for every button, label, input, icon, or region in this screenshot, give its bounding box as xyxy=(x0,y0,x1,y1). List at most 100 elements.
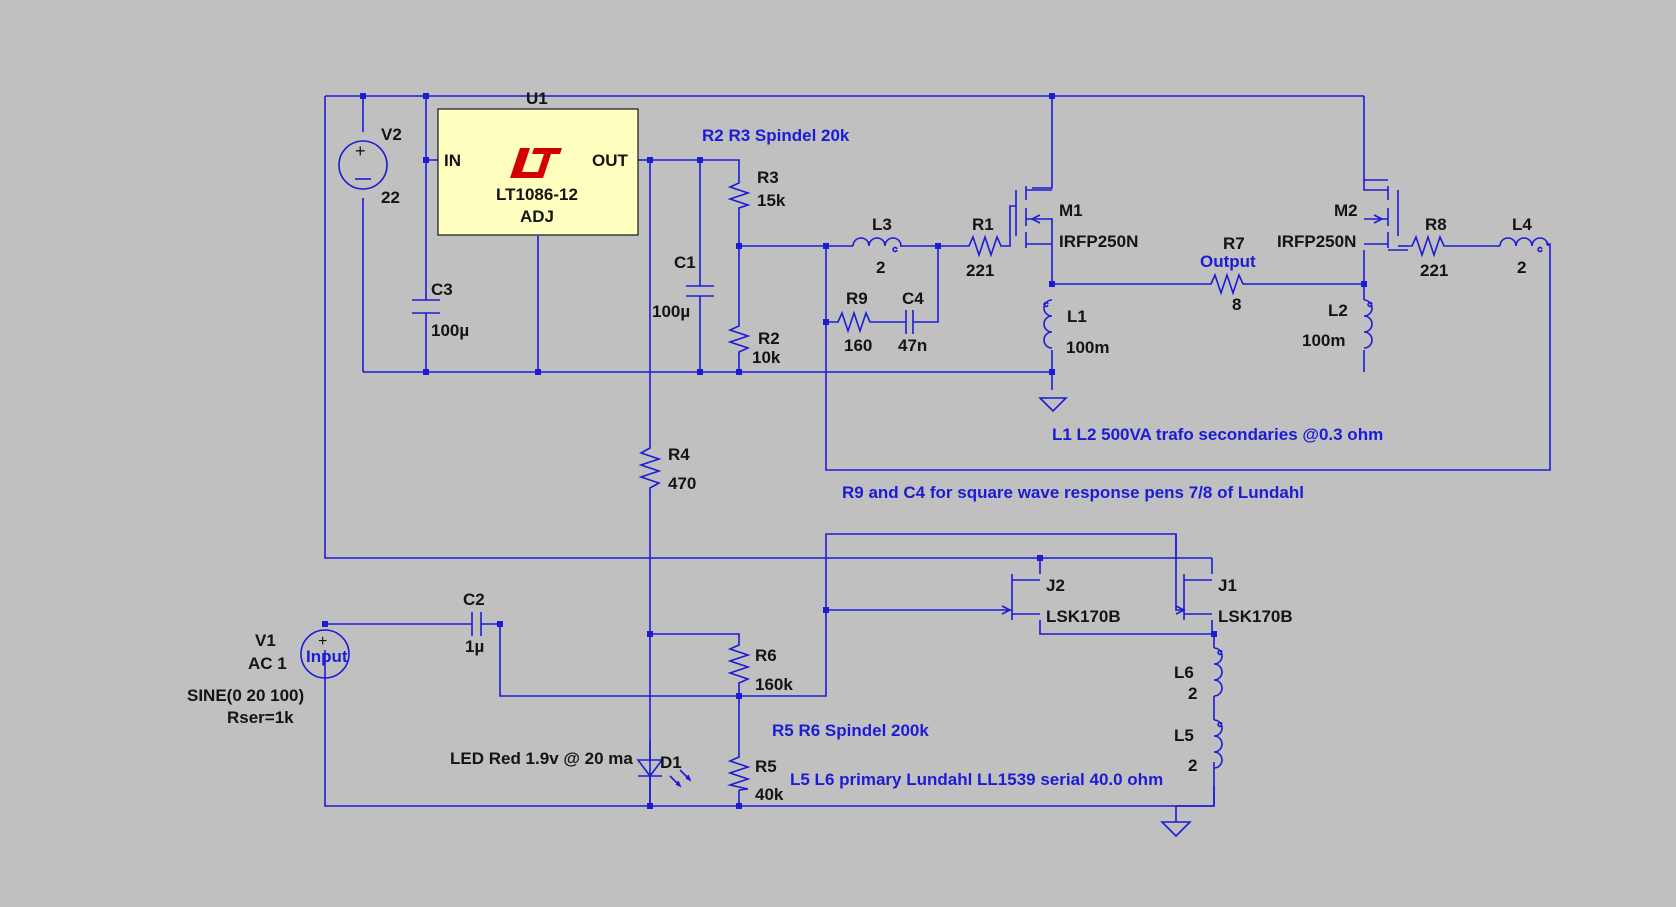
v1-ac: AC 1 xyxy=(248,654,287,673)
c3-ref: C3 xyxy=(431,280,453,299)
note-led: LED Red 1.9v @ 20 ma xyxy=(450,749,633,768)
resistor-r9[interactable] xyxy=(834,310,880,334)
junction-dots xyxy=(322,93,1367,809)
jfet-j2[interactable] xyxy=(1001,574,1040,620)
r1-ref: R1 xyxy=(972,215,994,234)
c2-ref: C2 xyxy=(463,590,485,609)
inductor-l2[interactable] xyxy=(1363,299,1373,349)
v1-rser: Rser=1k xyxy=(227,708,294,727)
r7-value: 8 xyxy=(1232,295,1241,314)
v2-ref: V2 xyxy=(381,125,402,144)
inductor-l1[interactable] xyxy=(1043,299,1053,349)
j2-part: LSK170B xyxy=(1046,607,1121,626)
mosfet-m1[interactable] xyxy=(1015,186,1053,250)
l5-value: 2 xyxy=(1188,756,1197,775)
l2-value: 100m xyxy=(1302,331,1345,350)
r1-value: 221 xyxy=(966,261,994,280)
u1-adj: ADJ xyxy=(520,207,554,226)
d1-ref: D1 xyxy=(660,753,682,772)
r2-ref: R2 xyxy=(758,329,780,348)
u1-part: LT1086-12 xyxy=(496,185,578,204)
v1-ref: V1 xyxy=(255,631,276,650)
resistor-r4[interactable] xyxy=(638,442,662,494)
c2-value: 1µ xyxy=(465,637,484,656)
m1-part: IRFP250N xyxy=(1059,232,1138,251)
v1-label: Input xyxy=(306,647,348,666)
j2-ref: J2 xyxy=(1046,576,1065,595)
c3-value: 100µ xyxy=(431,321,469,340)
note-l5-l6: L5 L6 primary Lundahl LL1539 serial 40.0… xyxy=(790,770,1163,789)
inductor-l6[interactable] xyxy=(1213,647,1223,697)
inductor-l3[interactable] xyxy=(852,237,902,253)
plus-icon: + xyxy=(355,141,366,161)
r6-ref: R6 xyxy=(755,646,777,665)
j1-ref: J1 xyxy=(1218,576,1237,595)
r5-value: 40k xyxy=(755,785,784,804)
r6-value: 160k xyxy=(755,675,793,694)
m1-ref: M1 xyxy=(1059,201,1083,220)
l4-ref: L4 xyxy=(1512,215,1532,234)
r9-value: 160 xyxy=(844,336,872,355)
r9-ref: R9 xyxy=(846,289,868,308)
ground-symbol-top xyxy=(1038,397,1068,413)
m2-ref: M2 xyxy=(1334,201,1358,220)
resistor-r2[interactable] xyxy=(727,322,751,355)
r7-label: Output xyxy=(1200,252,1256,271)
r2-value: 10k xyxy=(752,348,781,367)
resistor-r1[interactable] xyxy=(965,234,1011,258)
l2-ref: L2 xyxy=(1328,301,1348,320)
note-r5-r6: R5 R6 Spindel 200k xyxy=(772,721,929,740)
u1-pin-out: OUT xyxy=(592,151,629,170)
l1-ref: L1 xyxy=(1067,307,1087,326)
r3-ref: R3 xyxy=(757,168,779,187)
l3-value: 2 xyxy=(876,258,885,277)
ground-symbol-bottom xyxy=(1160,806,1192,838)
resistor-r5[interactable] xyxy=(727,752,751,791)
source-v2[interactable]: + xyxy=(338,140,388,190)
v2-value: 22 xyxy=(381,188,400,207)
r4-ref: R4 xyxy=(668,445,690,464)
l6-value: 2 xyxy=(1188,684,1197,703)
note-r2-r3: R2 R3 Spindel 20k xyxy=(702,126,850,145)
resistor-r7[interactable] xyxy=(1207,272,1255,296)
v1-sine: SINE(0 20 100) xyxy=(187,686,304,705)
l4-value: 2 xyxy=(1517,258,1526,277)
note-l1-l2: L1 L2 500VA trafo secondaries @0.3 ohm xyxy=(1052,425,1383,444)
capacitor-c2[interactable] xyxy=(471,612,482,636)
resistor-r3[interactable] xyxy=(727,180,751,210)
led-d1[interactable] xyxy=(636,759,692,788)
capacitor-c4[interactable] xyxy=(905,310,914,334)
note-r9-c4: R9 and C4 for square wave response pens … xyxy=(842,483,1304,502)
u1-ref: U1 xyxy=(526,89,548,108)
inductor-l4[interactable] xyxy=(1499,237,1549,253)
plus-icon: + xyxy=(318,633,327,650)
r5-ref: R5 xyxy=(755,757,777,776)
c1-ref: C1 xyxy=(674,253,696,272)
l5-ref: L5 xyxy=(1174,726,1194,745)
resistor-r6[interactable] xyxy=(727,640,751,685)
r7-ref: R7 xyxy=(1223,234,1245,253)
c4-ref: C4 xyxy=(902,289,924,308)
lt-logo-icon xyxy=(510,148,562,178)
u1-pin-in: IN xyxy=(444,151,461,170)
l1-value: 100m xyxy=(1066,338,1109,357)
r8-ref: R8 xyxy=(1425,215,1447,234)
j1-part: LSK170B xyxy=(1218,607,1293,626)
m2-part: IRFP250N xyxy=(1277,232,1356,251)
jfet-j1[interactable] xyxy=(1175,574,1212,620)
mosfet-m2[interactable] xyxy=(1363,180,1408,248)
c4-value: 47n xyxy=(898,336,927,355)
c1-value: 100µ xyxy=(652,302,690,321)
r8-value: 221 xyxy=(1420,261,1448,280)
source-v1[interactable]: + xyxy=(300,629,350,679)
r4-value: 470 xyxy=(668,474,696,493)
r3-value: 15k xyxy=(757,191,786,210)
capacitor-c1[interactable] xyxy=(686,285,714,297)
inductor-l5[interactable] xyxy=(1213,719,1223,769)
resistor-r8[interactable] xyxy=(1408,234,1455,258)
l3-ref: L3 xyxy=(872,215,892,234)
capacitor-c3[interactable] xyxy=(412,299,440,314)
wires xyxy=(324,95,1551,807)
l6-ref: L6 xyxy=(1174,663,1194,682)
